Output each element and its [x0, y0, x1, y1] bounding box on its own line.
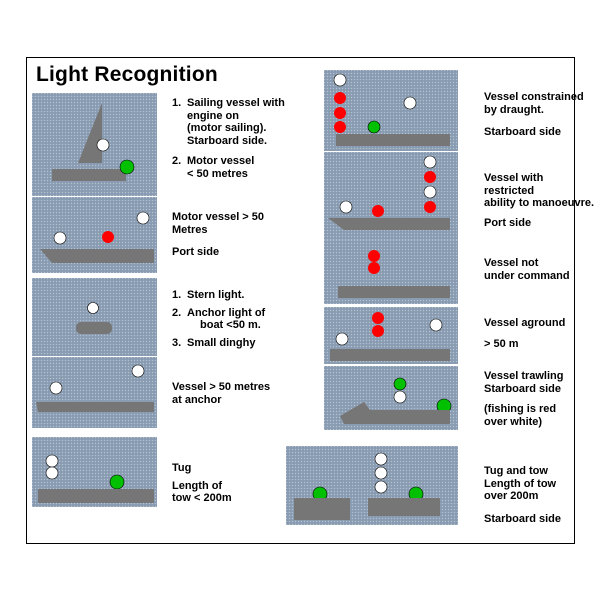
- tow-hull-shape: [294, 498, 350, 520]
- hull-shape: [340, 402, 450, 424]
- white-light: [131, 364, 145, 378]
- red-light: [372, 325, 384, 337]
- green-light: [367, 120, 381, 134]
- text-vessel-at-anchor: Vessel > 50 metres at anchor: [172, 381, 271, 406]
- text-stern-light: 1. Stern light. 2. Anchor light of boat …: [172, 289, 312, 354]
- hull-shape: [336, 134, 450, 146]
- green-light: [393, 377, 407, 391]
- white-light: [45, 454, 59, 468]
- white-light: [333, 73, 347, 87]
- list-item: 1. Sailing vessel with engine on (motor …: [172, 97, 285, 147]
- white-light: [429, 318, 443, 332]
- text-vessel-trawling: Vessel trawling Starboard side (fishing …: [484, 370, 564, 428]
- panel-vessel-trawling: [324, 366, 458, 430]
- list-item: 2. Motor vessel < 50 metres: [172, 155, 255, 180]
- text-tug-and-tow: Tug and tow Length of tow over 200m Star…: [484, 465, 562, 525]
- red-light: [334, 107, 346, 119]
- text-not-under-command: Vessel not under command: [484, 257, 570, 282]
- panel-constrained-by-draught: [324, 70, 458, 151]
- sail-shape: [78, 103, 102, 163]
- hull-shape: [52, 169, 126, 181]
- hull-shape: [40, 249, 154, 263]
- red-light: [424, 201, 436, 213]
- hull-shape: [338, 286, 450, 298]
- white-light: [403, 96, 417, 110]
- red-light: [334, 121, 346, 133]
- white-light: [45, 466, 59, 480]
- red-light: [372, 312, 384, 324]
- white-light: [136, 211, 150, 225]
- green-light: [119, 159, 135, 175]
- dinghy-shape: [76, 322, 112, 334]
- white-light: [423, 185, 437, 199]
- text-motor-vessel-large: Motor vessel > 50 Metres Port side: [172, 211, 265, 258]
- white-light: [374, 466, 388, 480]
- page-title: Light Recognition: [36, 63, 218, 86]
- white-light: [423, 155, 437, 169]
- hull-shape: [330, 349, 450, 361]
- white-light: [96, 138, 110, 152]
- white-light: [374, 480, 388, 494]
- hull-shape: [36, 402, 154, 412]
- panel-sailing-vessel: [32, 93, 157, 196]
- white-light: [49, 381, 63, 395]
- red-light: [334, 92, 346, 104]
- text-vessel-aground: Vessel aground > 50 m: [484, 317, 566, 350]
- text-tug: Tug Length of tow < 200m: [172, 462, 232, 504]
- hull-shape: [38, 489, 154, 503]
- green-light: [109, 474, 125, 490]
- list-item: 3. Small dinghy: [172, 336, 256, 349]
- red-light: [372, 205, 384, 217]
- panel-vessel-at-anchor: [32, 357, 157, 428]
- white-light: [335, 332, 349, 346]
- panel-stern-light: [32, 278, 157, 356]
- panel-vessel-aground: [324, 307, 458, 364]
- white-light: [87, 302, 99, 314]
- panel-motor-vessel-large: [32, 197, 157, 273]
- panel-not-under-command: [324, 240, 458, 304]
- hull-shape: [328, 218, 450, 230]
- white-light: [339, 200, 353, 214]
- text-constrained-by-draught: Vessel constrained by draught. Starboard…: [484, 91, 584, 138]
- text-sailing-vessel: 1. Sailing vessel with engine on (motor …: [172, 97, 312, 185]
- red-light: [368, 250, 380, 262]
- tug-hull-shape: [368, 498, 440, 516]
- red-light: [368, 262, 380, 274]
- panel-tug: [32, 437, 157, 507]
- list-item: 2. Anchor light of boat <50 m.: [172, 306, 266, 332]
- text-restricted-ability: Vessel with restricted ability to manoeu…: [484, 172, 595, 229]
- white-light: [53, 231, 67, 245]
- panel-tug-and-tow: [286, 446, 458, 525]
- panel-restricted-ability: [324, 152, 458, 240]
- red-light: [102, 231, 114, 243]
- white-light: [374, 452, 388, 466]
- white-light: [393, 390, 407, 404]
- list-item: 1. Stern light.: [172, 289, 245, 301]
- red-light: [424, 171, 436, 183]
